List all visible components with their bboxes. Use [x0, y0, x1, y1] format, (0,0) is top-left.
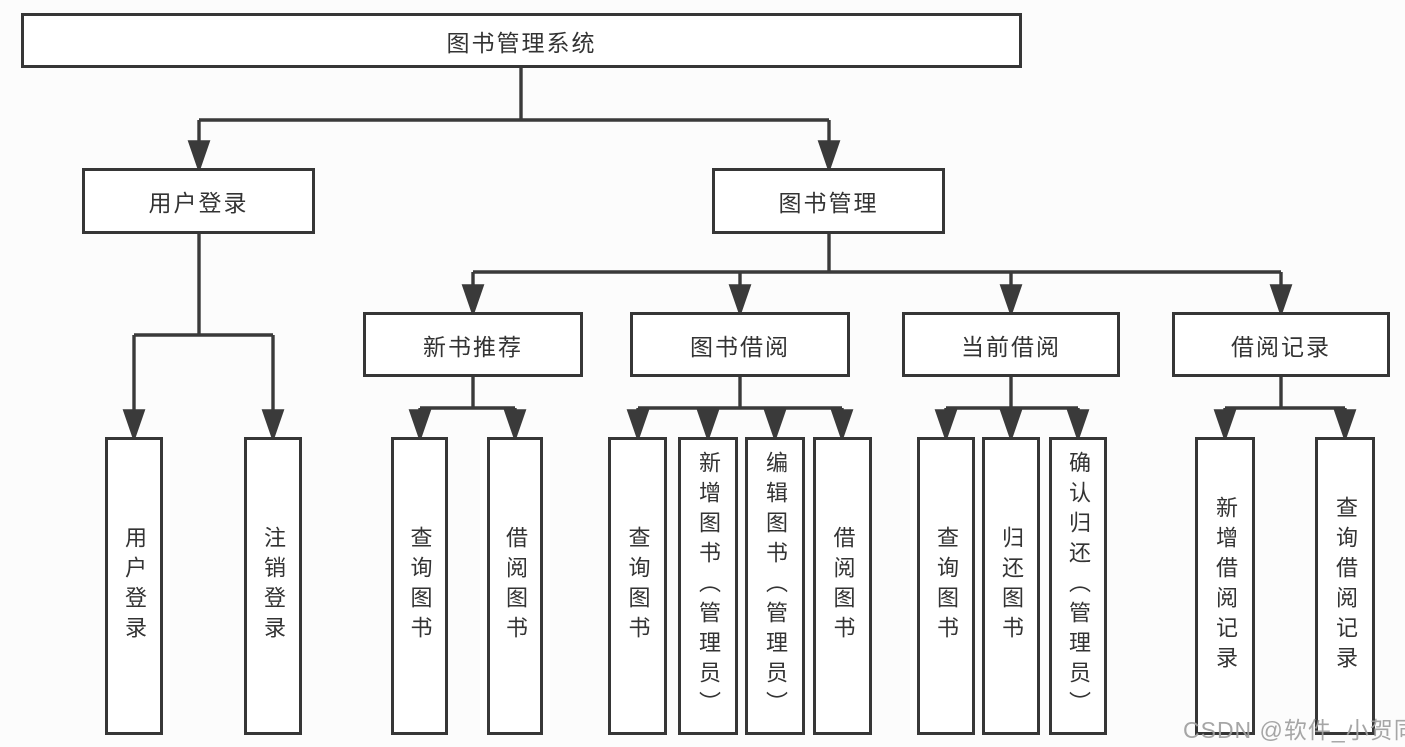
- leaf-confirm-return-admin: 确认归还（管理员）: [1049, 437, 1107, 735]
- leaf-label: 借阅图书: [503, 526, 528, 646]
- csdn-watermark: CSDN @软件_小贺同学: [1183, 717, 1405, 743]
- leaf-label: 确认归还（管理员）: [1066, 451, 1091, 721]
- node-current-borrow: 当前借阅: [902, 312, 1120, 377]
- leaf-borrow-book-2: 借阅图书: [813, 437, 872, 735]
- leaf-add-borrow-record: 新增借阅记录: [1195, 437, 1255, 735]
- leaf-label: 编辑图书（管理员）: [763, 451, 788, 721]
- node-user-login: 用户登录: [82, 168, 315, 234]
- leaf-borrow-book-1: 借阅图书: [487, 437, 543, 735]
- leaf-label: 查询借阅记录: [1333, 496, 1358, 676]
- leaf-label: 归还图书: [999, 526, 1024, 646]
- node-label: 图书管理系统: [446, 29, 597, 56]
- leaf-return-book: 归还图书: [982, 437, 1040, 735]
- leaf-query-book-1: 查询图书: [391, 437, 448, 735]
- leaf-label: 注销登录: [261, 526, 286, 646]
- leaf-add-book-admin: 新增图书（管理员）: [678, 437, 738, 735]
- leaf-label: 新增借阅记录: [1213, 496, 1238, 676]
- node-label: 用户登录: [148, 190, 249, 216]
- node-label: 借阅记录: [1231, 333, 1331, 360]
- leaf-query-book-2: 查询图书: [608, 437, 667, 735]
- node-label: 新书推荐: [423, 333, 523, 360]
- node-new-book-recommend: 新书推荐: [363, 312, 583, 377]
- node-label: 图书管理: [778, 190, 879, 216]
- node-label: 图书借阅: [690, 333, 790, 360]
- leaf-label: 查询图书: [934, 526, 959, 646]
- leaf-edit-book-admin: 编辑图书（管理员）: [745, 437, 805, 735]
- leaf-query-book-3: 查询图书: [917, 437, 975, 735]
- node-book-borrow: 图书借阅: [630, 312, 850, 377]
- leaf-user-login: 用户登录: [105, 437, 163, 735]
- node-system-root: 图书管理系统: [21, 13, 1022, 68]
- leaf-label: 新增图书（管理员）: [696, 451, 721, 721]
- leaf-label: 查询图书: [625, 526, 651, 646]
- leaf-label: 用户登录: [122, 526, 147, 646]
- leaf-label: 查询图书: [407, 526, 433, 646]
- node-book-management: 图书管理: [712, 168, 945, 234]
- leaf-query-borrow-record: 查询借阅记录: [1315, 437, 1375, 735]
- node-borrow-record: 借阅记录: [1172, 312, 1390, 377]
- leaf-label: 借阅图书: [830, 526, 856, 646]
- leaf-logout: 注销登录: [244, 437, 302, 735]
- node-label: 当前借阅: [961, 333, 1061, 360]
